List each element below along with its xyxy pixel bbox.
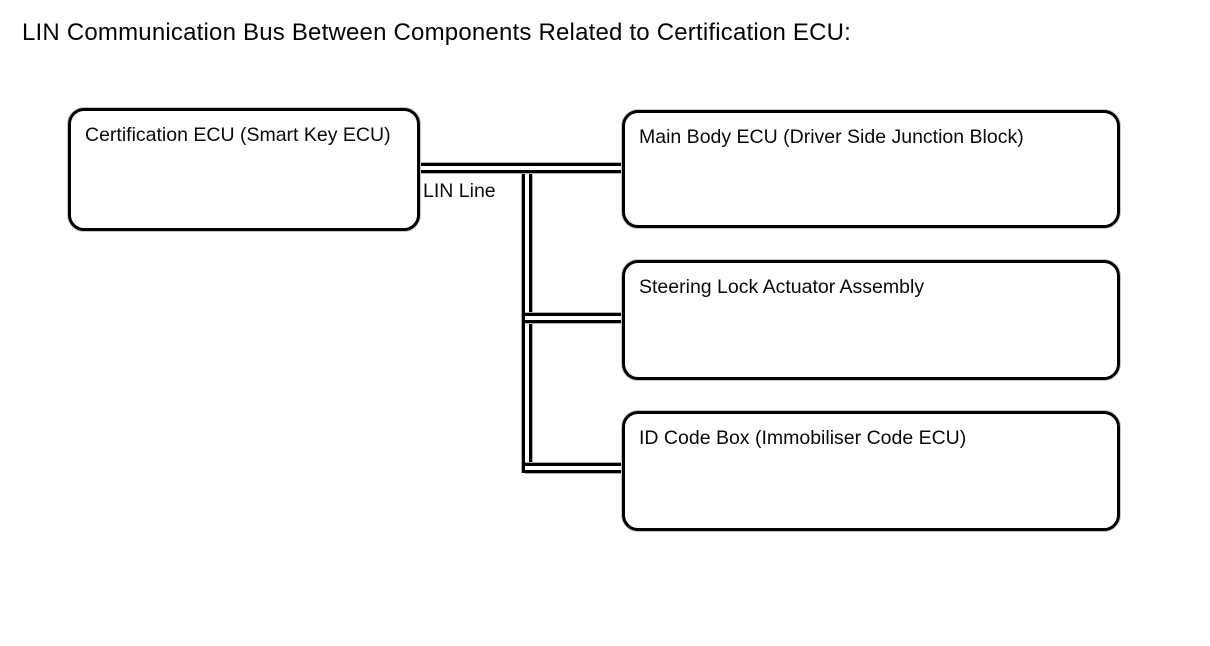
connector-certification-to-main-body [416,163,626,173]
main-body-ecu-label: Main Body ECU (Driver Side Junction Bloc… [639,126,1024,148]
connector-bus-to-id-code-box [525,463,626,473]
main-body-ecu-box: Main Body ECU (Driver Side Junction Bloc… [622,110,1120,228]
certification-ecu-label: Certification ECU (Smart Key ECU) [85,124,391,146]
id-code-box: ID Code Box (Immobiliser Code ECU) [622,411,1120,531]
connector-bus-to-steering-lock [525,313,626,323]
lin-line-label: LIN Line [423,180,496,202]
diagram-title: LIN Communication Bus Between Components… [22,19,852,46]
steering-lock-actuator-label: Steering Lock Actuator Assembly [639,276,925,298]
steering-lock-actuator-box: Steering Lock Actuator Assembly [622,260,1120,380]
certification-ecu-box: Certification ECU (Smart Key ECU) [68,108,420,231]
id-code-box-label: ID Code Box (Immobiliser Code ECU) [639,427,967,449]
